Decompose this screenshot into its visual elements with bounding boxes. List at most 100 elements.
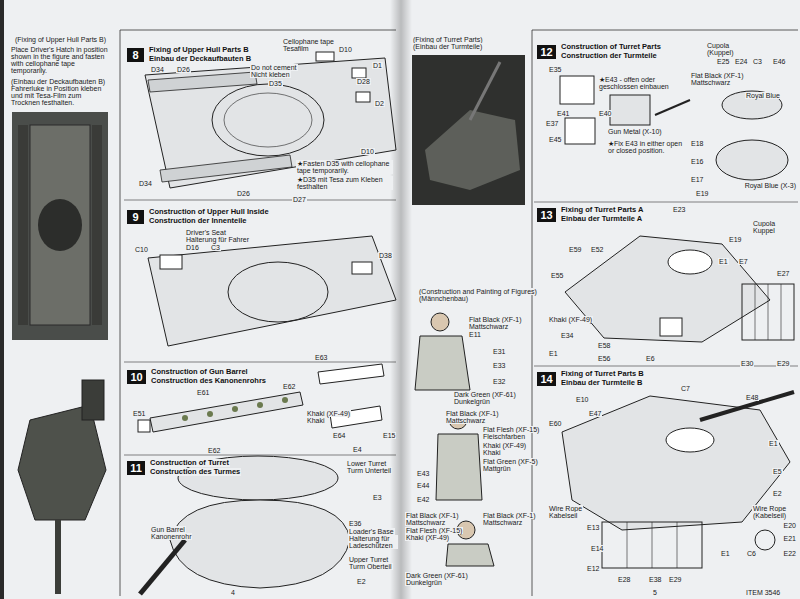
khaki-band [207,411,213,417]
instruction-note: Cupola [706,42,730,49]
tape-strip [316,52,334,61]
part-number: C6 [746,550,757,557]
part-number: D34 [150,66,165,73]
paint-note: Dunkelgrün [405,579,443,586]
khaki-band [182,415,188,421]
step-rule [534,202,798,203]
step-title: Einbau der Deckaufbauten B [148,55,252,63]
instruction-note: ★D35 mit Tesa zum Kleben festhalten [296,176,393,190]
step-number: 11 [127,461,145,475]
part-number: E16 [690,158,704,165]
part-number: E2 [772,490,783,497]
instruction-note: Upper Turret [348,556,389,563]
part-number: E1 [548,350,559,357]
step-number: 13 [537,208,556,222]
part-number: E38 [648,576,662,583]
instruction-note: Lower Turret [346,460,387,467]
turret-ring [228,262,328,322]
step-title: Construction der Innenteile [148,217,248,225]
part-number: E62 [282,383,296,390]
step-rule [534,366,798,367]
stowage-basket [742,284,794,340]
part-number: E44 [416,482,430,489]
part-number: E56 [597,355,611,362]
part-number: E31 [492,348,506,355]
sight-housing [610,95,650,125]
part-number: E52 [590,246,604,253]
turret-basket [82,380,104,420]
paint-note: Khaki [306,417,326,424]
instruction-note: ★E43 - offen oder geschlossen einbauen [598,76,670,90]
part-number: E51 [132,410,146,417]
basket-bar [627,522,628,568]
step-rule [124,362,396,363]
instruction-note: Place Driver's Hatch in position shown i… [10,46,112,74]
photo-turret [18,405,106,520]
photo-hull [12,112,108,340]
turret-ring [224,93,312,147]
basket-bar [768,284,769,340]
part-number: E60 [548,420,562,427]
step-title: Fixing of Upper Hull Parts B [148,46,250,54]
step-title: Einbau der Turmteile A [560,215,643,223]
instruction-note: Cupola [752,220,776,227]
track [92,125,102,325]
step-badge: 9Construction of Upper Hull InsideConstr… [127,210,144,224]
part-number: D27 [292,196,307,203]
step-badge: 10Construction of Gun BarrelConstruction… [127,370,146,384]
paint-note: Gun Metal (X-10) [607,128,663,135]
basket-bar [781,284,782,340]
paint-note: Mattschwarz [690,79,731,86]
basket-bar [652,522,653,568]
part-number: C7 [680,385,691,392]
hull-part [352,262,372,274]
instruction-note: Nicht kleben [250,71,291,78]
part-number: D35 [268,80,283,87]
instruction-note: ITEM 3546 [745,589,781,596]
page-edge [0,0,4,599]
part-number: E43 [416,470,430,477]
hull-top-view [30,125,90,325]
paint-note: Flat Flesh (XF-15) [482,426,540,433]
part-number: E12 [586,565,600,572]
khaki-band [232,406,238,412]
step-rule [124,455,396,456]
instruction-note: (Einbau der Turmteile) [412,43,483,50]
paint-note: Flat Black (XF-1) [445,410,500,417]
part-number: E7 [738,258,749,265]
part-number: D26 [236,190,251,197]
instruction-note: (Einbau der Deckaufbauten B) Fahrerluke … [10,78,112,106]
cupola [668,250,712,274]
instruction-note: Kanonenrohr [150,533,192,540]
gun-barrel [700,392,794,420]
part-number: E17 [690,176,704,183]
figure-body [415,336,470,390]
part-number: E5 [772,468,783,475]
fender-box [160,155,292,182]
part-number: C10 [134,246,149,253]
instruction-note: Do not cement [250,64,298,71]
page-number: 5 [652,589,658,596]
instruction-note: Kabelseil [548,512,578,519]
step-title: Construction of Turret Parts [560,43,662,51]
instruction-note: (Fixing of Upper Hull Parts B) [14,36,107,43]
upper-hull [145,58,396,188]
column-rule [120,30,121,596]
part-number: E2 [356,578,367,585]
part-number: E1 [718,258,729,265]
instruction-note: ★Fix E43 in either open or closed positi… [607,140,684,154]
paint-note: Royal Blue (X-3) [744,182,797,189]
step-badge: 12Construction of Turret PartsConstructi… [537,45,556,59]
basket-bar [677,522,678,568]
khaki-band [282,397,288,403]
cupola-top [722,91,782,119]
turret-ring [38,199,82,251]
part-number: E29 [776,360,790,367]
part-number: E21 [783,535,797,542]
part-number: E58 [597,342,611,349]
instruction-note: (Kabelseil) [752,512,787,519]
instruction-note: Halterung für Ladeschützen [348,535,398,549]
step-title: Construction der Turmteile [560,52,658,60]
